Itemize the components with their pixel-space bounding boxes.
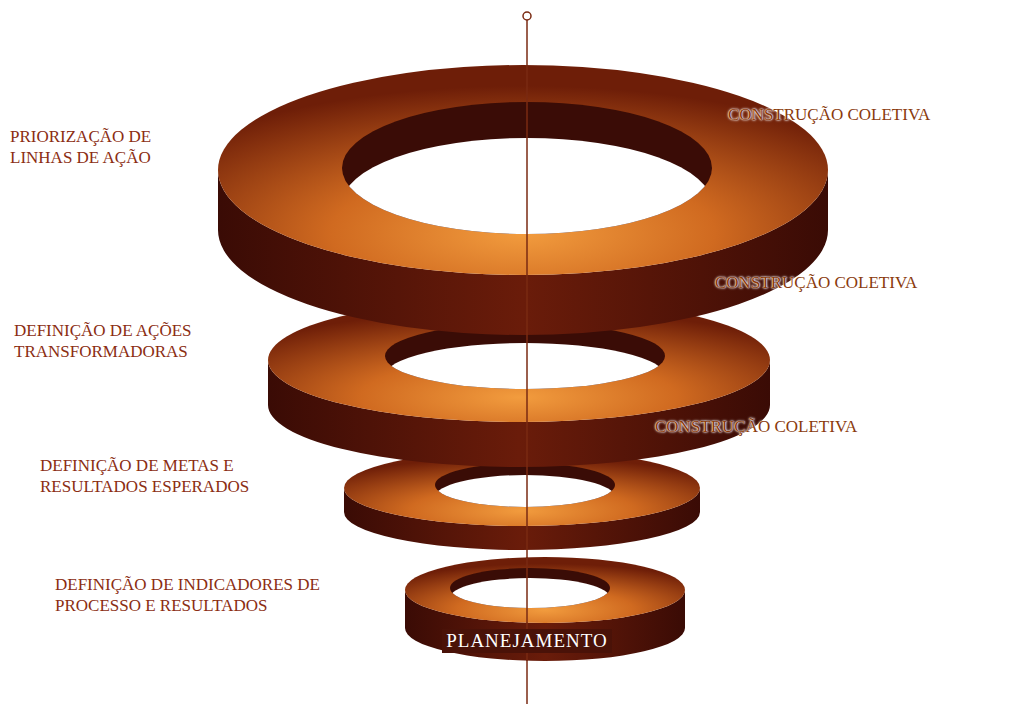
ring-hole: [385, 323, 665, 409]
ring-band: DEFINIÇÃO DE INDICADORES DE PROCESSO E R…: [405, 557, 685, 661]
ring-face: [344, 450, 700, 526]
central-axis: [526, 450, 528, 550]
text-slot: DEFINIÇÃO DE METAS E RESULTADOS ESPERADO…: [40, 455, 330, 498]
text-slot: DEFINIÇÃO DE AÇÕES TRANSFORMADORAS: [14, 320, 259, 363]
ring-hole: [435, 463, 615, 519]
stage-label: DEFINIÇÃO DE INDICADORES DE PROCESSO E R…: [55, 574, 355, 617]
hole-opening: [450, 578, 610, 618]
stage-label: DEFINIÇÃO DE AÇÕES TRANSFORMADORAS: [14, 320, 259, 363]
hole-opening: [385, 343, 665, 409]
text-slot: DEFINIÇÃO DE INDICADORES DE PROCESSO E R…: [55, 574, 355, 617]
stage-label: PRIORIZAÇÃO DE LINHAS DE AÇÃO: [10, 126, 210, 169]
text-slot: PLANEJAMENTO: [442, 629, 612, 653]
base-title: PLANEJAMENTO: [442, 629, 612, 653]
hole-opening: [435, 475, 615, 519]
axis-knob: [523, 12, 531, 20]
central-axis: [526, 298, 528, 467]
ring-hole: [450, 568, 610, 618]
text-slot: PRIORIZAÇÃO DE LINHAS DE AÇÃO: [10, 126, 210, 169]
ring-face: [405, 557, 685, 623]
central-axis: [526, 65, 528, 335]
ring-face: [218, 65, 828, 275]
ring-band: PRIORIZAÇÃO DE LINHAS DE AÇÃO: [218, 65, 828, 335]
ring-face: [268, 298, 770, 422]
stage-label: DEFINIÇÃO DE METAS E RESULTADOS ESPERADO…: [40, 455, 330, 498]
central-axis: [526, 20, 528, 704]
ring-shape: [218, 65, 828, 335]
